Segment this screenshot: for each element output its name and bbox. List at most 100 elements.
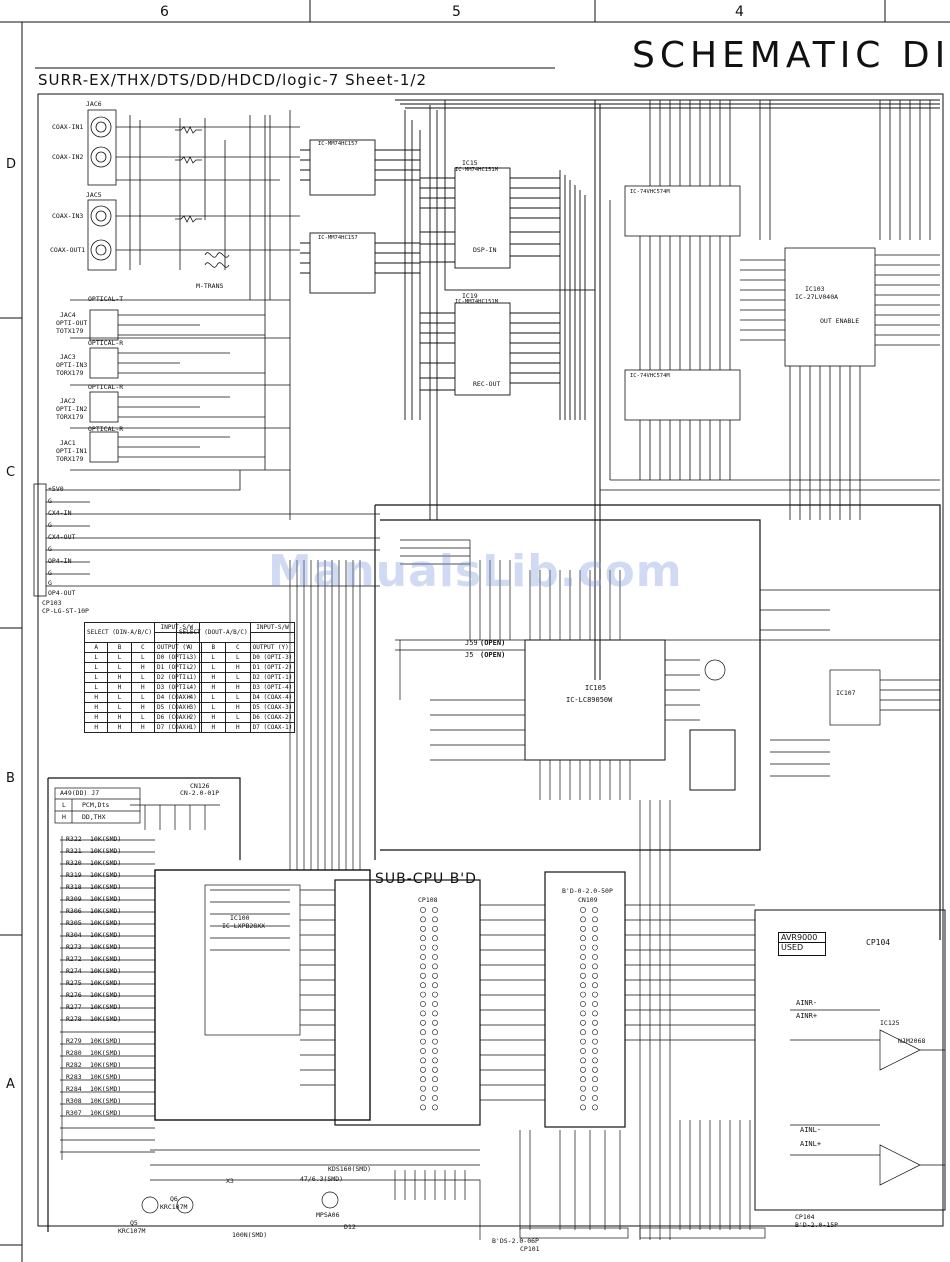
select-table-in-cell: H — [130, 722, 156, 733]
select-table-out-cell: L — [176, 682, 202, 693]
cp108-pin — [420, 982, 426, 989]
mpsa06-label: MPSA06 — [316, 1211, 340, 1219]
cp103-part: CP-LG-ST-10P — [42, 607, 89, 615]
optical-r-label-3: OPTICAL-R — [88, 425, 124, 433]
cn109-pin — [592, 991, 598, 998]
cp108-pin — [420, 1019, 426, 1026]
cn109-pin — [592, 972, 598, 979]
select-table-in-cell: H — [83, 702, 109, 713]
cp103-pin-7: OP4-IN — [48, 557, 72, 565]
avr-model-box: AVR9000 USED — [778, 932, 826, 956]
cp108-pin — [420, 1010, 426, 1017]
cp108-pin — [420, 1076, 426, 1083]
cp108-pin — [432, 963, 438, 970]
select-table-out-cell: L — [200, 652, 227, 663]
jac6-label: JAC6 — [86, 100, 102, 108]
cp108-pin — [432, 1085, 438, 1092]
row-label-a: A — [6, 1077, 15, 1092]
cn109-pin — [592, 1085, 598, 1092]
cn109-pin — [580, 916, 586, 923]
resistor-ref: R322 — [66, 835, 82, 843]
select-table-out-cell: D7 (COAX-1) — [249, 722, 296, 733]
ic19-part: IC-MM74HC151M — [455, 299, 499, 305]
cp108-pin — [432, 982, 438, 989]
jac4-label: JAC4 — [60, 311, 76, 319]
select-table-in-col-c: C — [130, 642, 156, 653]
select-table-in-cell: L — [83, 652, 109, 663]
cn109-pin — [580, 925, 586, 932]
coax-in2-label: COAX-IN2 — [52, 153, 84, 161]
ic19-ref: IC19 — [462, 292, 478, 300]
resistor-value: 10K(SMD) — [90, 847, 122, 855]
cp108-pin — [432, 1029, 438, 1036]
jumper-j5: J5 — [465, 651, 474, 659]
select-table-in-cell: H — [83, 692, 109, 703]
select-table-out-cell: L — [225, 712, 251, 723]
select-table-out-col-b: B — [200, 642, 227, 653]
cn109-pin — [592, 963, 598, 970]
ain-r-minus: AINR- — [796, 999, 818, 1007]
select-table-in-cell: L — [107, 652, 132, 663]
avr-cp104: CP104 — [866, 938, 891, 947]
cp108-pin — [432, 1057, 438, 1064]
cp108-pin — [420, 972, 426, 979]
resistor-ref: R282 — [66, 1061, 82, 1069]
select-table-in-cell: L — [83, 672, 109, 683]
resistor-value: 10K(SMD) — [90, 1097, 122, 1105]
cn109-pin — [580, 972, 586, 979]
select-table-in-cell: H — [107, 712, 132, 723]
a49-title: A49(DD) J7 — [60, 789, 100, 797]
cn109-pin — [592, 1048, 598, 1054]
cp108-pin — [420, 963, 426, 970]
cp108-pin — [420, 1085, 426, 1092]
select-table-out-cell: H — [200, 712, 227, 723]
cn109-pin — [592, 1010, 598, 1017]
cn109-pin — [592, 925, 598, 932]
cp108-pin — [432, 1076, 438, 1083]
resistor-value: 10K(SMD) — [90, 991, 122, 999]
a49-row2-level: H — [62, 813, 66, 821]
select-table-out-cell: H — [176, 722, 202, 733]
ic18-part: IC-MM74HC157 — [318, 235, 358, 241]
cp108-pin — [420, 1029, 426, 1036]
ic125-ref: IC125 — [880, 1019, 900, 1027]
ic104-part: IC-74VHC574M — [630, 189, 670, 195]
cp108-pin — [432, 972, 438, 979]
jumper-j59: J59 — [465, 639, 478, 647]
row-label-d: D — [6, 157, 17, 172]
select-table-in-cell: H — [83, 712, 109, 723]
resistor-value: 10K(SMD) — [90, 1015, 122, 1023]
page-title: SCHEMATIC DIA — [632, 35, 950, 76]
cp108-pin — [420, 1038, 426, 1045]
ic15-part: IC-MM74HC151M — [455, 167, 499, 173]
ic102-part: IC-74VHC574M — [630, 373, 670, 379]
select-table-out-cell: D4 (COAX-4) — [249, 692, 296, 703]
cn109-pin — [592, 1066, 598, 1073]
cn109-pin — [592, 954, 598, 960]
cn109-ref: CN109 — [578, 896, 598, 904]
select-table-out-col-out: OUTPUT (Y) — [249, 642, 296, 653]
ic100-ref: IC100 — [230, 914, 250, 922]
resistor-ref: R320 — [66, 859, 82, 867]
cp108-pin — [432, 925, 438, 932]
cn109-pin — [580, 963, 586, 970]
cn109-pin — [592, 1019, 598, 1026]
cn109-pin — [592, 1001, 598, 1007]
ic125-part: NJM2068 — [898, 1037, 926, 1045]
cp108-pin — [420, 944, 426, 951]
cp108-pin — [420, 1057, 426, 1064]
select-table-out-col-a: A — [176, 642, 202, 653]
cn109-pin — [580, 1001, 586, 1007]
resistor-ref: R277 — [66, 1003, 82, 1011]
select-table-out-col-c: C — [225, 642, 251, 653]
optical-r-label-2: OPTICAL-R — [88, 383, 124, 391]
select-table-in-cell: L — [83, 662, 109, 673]
select-table-out-cell: H — [225, 702, 251, 713]
select-table-in-cell: L — [130, 652, 156, 663]
select-table-out-cell: D5 (COAX-3) — [249, 702, 296, 713]
cn109-pin — [580, 1076, 586, 1083]
cn109-pin — [580, 935, 586, 942]
